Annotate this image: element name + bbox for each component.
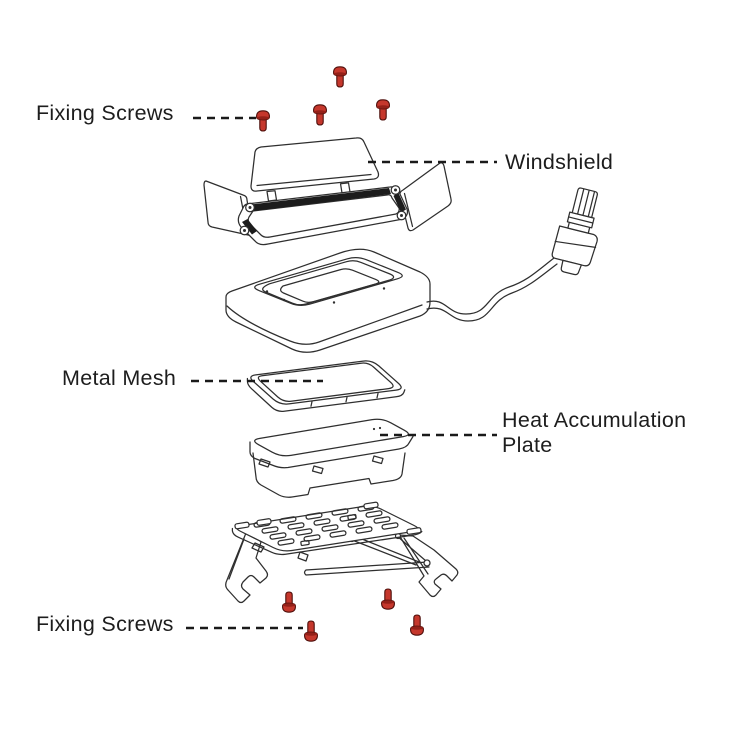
label-metal-mesh: Metal Mesh bbox=[62, 366, 177, 390]
leader-lines bbox=[186, 116, 497, 630]
fixing-screw bbox=[376, 99, 390, 121]
heat-plate-top bbox=[254, 418, 409, 457]
fixing-screw bbox=[304, 620, 318, 642]
stove-body-rim bbox=[254, 256, 403, 307]
label-heat-plate-line1: Heat Accumulation bbox=[502, 408, 687, 432]
label-heat-plate-line2: Plate bbox=[502, 433, 553, 457]
fixing-screw bbox=[256, 110, 270, 132]
windshield-right-wing bbox=[399, 162, 452, 232]
fixing-screw bbox=[333, 66, 347, 88]
stove-body-drawing bbox=[225, 187, 598, 353]
windshield-drawing bbox=[203, 137, 452, 246]
label-heat-plate: Heat Accumulation Plate bbox=[502, 408, 686, 458]
power-plug-drawing bbox=[551, 187, 598, 276]
fixing-screw bbox=[381, 588, 395, 610]
fixing-screw bbox=[282, 591, 296, 613]
metal-mesh-drawing bbox=[246, 360, 406, 412]
fixing-screw bbox=[313, 104, 327, 126]
heat-plate-base bbox=[252, 452, 406, 498]
label-fixing-screws-bottom: Fixing Screws bbox=[36, 612, 174, 636]
folding-stand-drawing bbox=[225, 501, 459, 604]
fixing-screw bbox=[410, 614, 424, 636]
label-fixing-screws-top: Fixing Screws bbox=[36, 101, 174, 125]
stand-left-leg bbox=[225, 532, 269, 604]
label-windshield: Windshield bbox=[505, 150, 614, 174]
heat-plate-drawing bbox=[249, 418, 414, 498]
windshield-back-panel bbox=[250, 137, 380, 192]
power-cable-drawing bbox=[426, 257, 558, 322]
metal-mesh-tray bbox=[250, 360, 402, 405]
